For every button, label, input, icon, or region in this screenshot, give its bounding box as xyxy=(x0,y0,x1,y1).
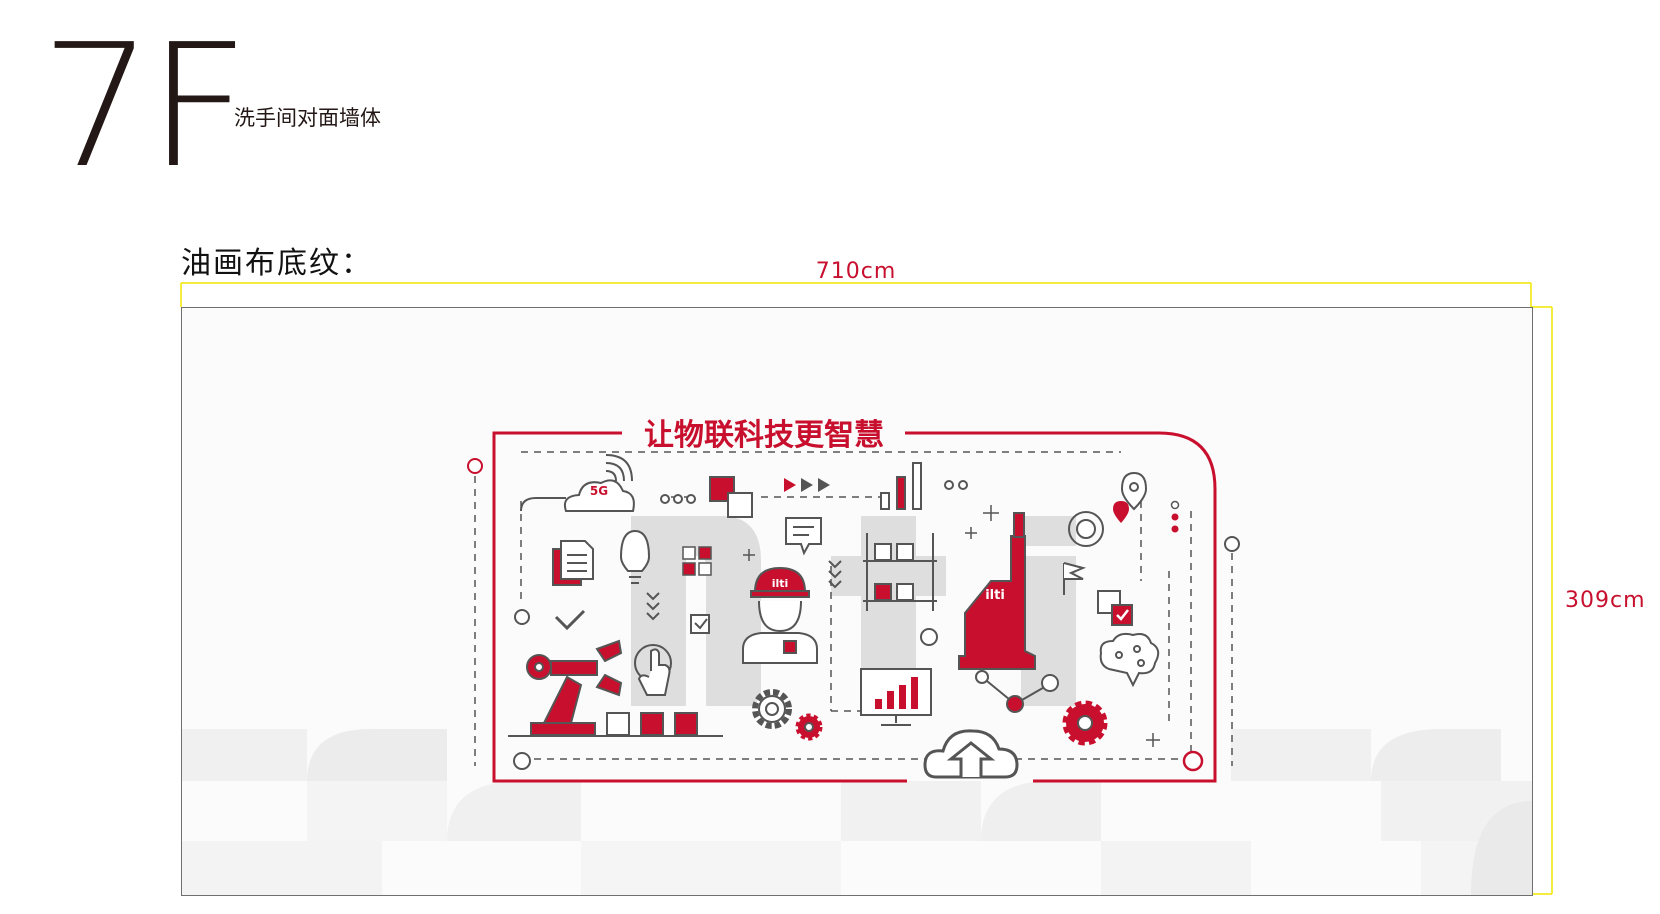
canvas-texture xyxy=(182,729,1532,895)
cloud-5g-icon xyxy=(520,454,635,512)
robot-logo-text: ilti xyxy=(985,588,1005,603)
chevron-down-icon xyxy=(646,560,842,621)
height-dimension-label: 309cm xyxy=(1565,588,1646,613)
robotic-arm-icon xyxy=(526,639,623,736)
wall-canvas: 让物联科技更智慧 xyxy=(181,307,1533,896)
cloud-upload-icon xyxy=(923,729,1019,779)
node-circles xyxy=(467,458,1240,772)
network-icon xyxy=(975,670,1059,713)
layers-icon xyxy=(709,476,753,518)
gear-icon xyxy=(752,689,1108,746)
badge-5g-text: 5G xyxy=(590,484,608,498)
checkbox-icon xyxy=(690,614,710,634)
helmet-logo-text: ilti xyxy=(772,577,789,590)
location-pin-icon xyxy=(1120,471,1148,511)
floor-number: 7F xyxy=(40,8,250,206)
conveyor-boxes xyxy=(606,712,698,736)
forward-arrows-icon xyxy=(784,478,830,492)
mural-artwork: 让物联科技更智慧 xyxy=(182,418,1532,895)
lightbulb-icon xyxy=(619,529,651,584)
ring-icon xyxy=(1068,511,1104,547)
width-dimension-wrap: 710cm xyxy=(0,259,1660,289)
shelf-icon xyxy=(863,533,937,611)
touch-hand-icon xyxy=(634,644,672,696)
location-caption: 洗手间对面墙体 xyxy=(234,106,381,130)
sparkle-icon xyxy=(743,505,1160,747)
mural-frame xyxy=(492,431,1217,783)
dots-icon xyxy=(1170,500,1180,533)
flag-icon xyxy=(1063,562,1087,595)
red-pin-icon xyxy=(1113,501,1129,523)
banner-title: 让物联科技更智慧 xyxy=(644,418,884,453)
section-title: 油画布底纹： xyxy=(181,246,373,281)
bar-signal-icon xyxy=(880,462,922,510)
check-icon xyxy=(554,609,586,631)
agv-robot-icon xyxy=(958,512,1036,670)
width-dimension-label: 710cm xyxy=(815,259,897,284)
document-icon xyxy=(552,540,594,586)
grid-icon xyxy=(682,546,712,576)
monitor-chart-icon xyxy=(860,668,932,726)
brain-icon xyxy=(1099,632,1160,688)
worker-icon xyxy=(742,566,818,664)
chat-bubble-icon xyxy=(785,517,822,556)
task-check-icon xyxy=(1097,590,1133,626)
